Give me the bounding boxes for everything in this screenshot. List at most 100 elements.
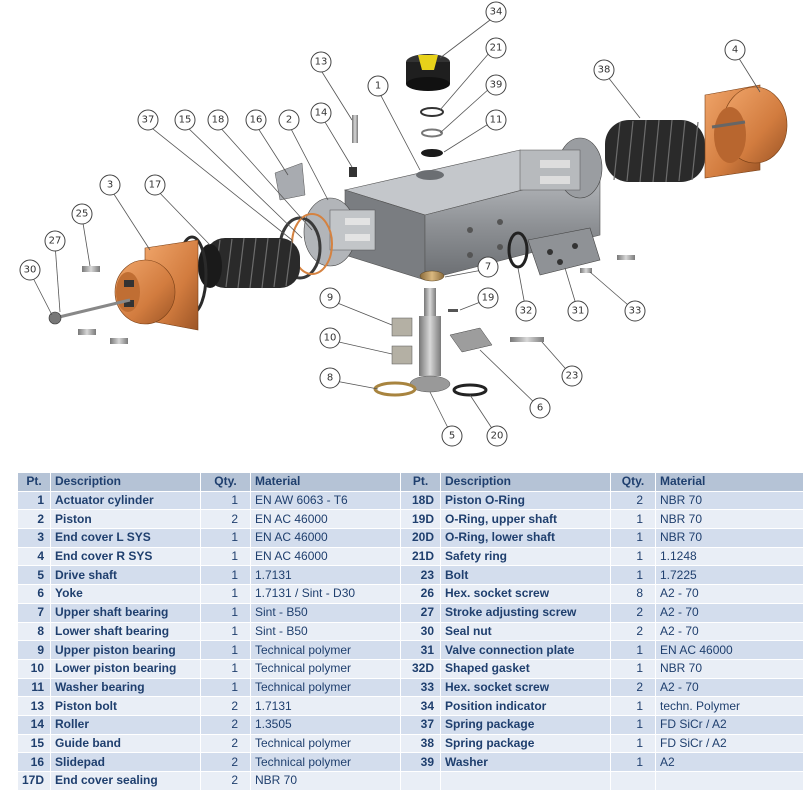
- cell-mat: 1.7131: [250, 696, 401, 716]
- callout-16: 16: [245, 109, 267, 131]
- cell-desc: Seal nut: [440, 621, 611, 642]
- cell-pt: 6: [17, 584, 51, 604]
- cell-desc: Hex. socket screw: [440, 677, 611, 698]
- cell-pt: 1: [17, 490, 51, 511]
- callout-number: 31: [572, 306, 585, 317]
- cell-qty: 1: [200, 602, 251, 623]
- cell-pt: 20D: [400, 528, 441, 548]
- cell-pt: 23: [400, 565, 441, 586]
- callout-number: 32: [520, 306, 533, 317]
- cell-desc: Bolt: [440, 565, 611, 586]
- cell-pt: 18D: [400, 490, 441, 511]
- cell-pt: 5: [17, 565, 51, 586]
- callout-19: 19: [477, 287, 499, 309]
- cell-desc: [440, 771, 611, 791]
- callout-17: 17: [144, 174, 166, 196]
- cell-pt: 31: [400, 640, 441, 660]
- cell-qty: 1: [200, 490, 251, 511]
- callout-number: 30: [24, 265, 37, 276]
- cell-mat: EN AC 46000: [250, 509, 401, 530]
- header-pt: Pt.: [17, 472, 51, 492]
- header-description: Description: [50, 472, 201, 492]
- cell-desc: Slidepad: [50, 752, 201, 772]
- cell-qty: 2: [200, 714, 251, 735]
- cell-desc: Hex. socket screw: [440, 584, 611, 604]
- cell-mat: EN AC 46000: [655, 640, 804, 660]
- callout-number: 20: [491, 431, 504, 442]
- cell-desc: O-Ring, lower shaft: [440, 528, 611, 548]
- cell-pt: 17D: [17, 771, 51, 791]
- callout-1: 1: [367, 75, 389, 97]
- cell-mat: EN AC 46000: [250, 546, 401, 567]
- cell-pt: 32D: [400, 658, 441, 679]
- end-cover-right-part: [704, 84, 788, 179]
- cell-pt: 30: [400, 621, 441, 642]
- callout-39: 39: [485, 74, 507, 96]
- callout-number: 14: [315, 108, 328, 119]
- spring-package-left-part: [198, 237, 300, 289]
- cell-pt: 27: [400, 602, 441, 623]
- cell-qty: 1: [610, 546, 656, 567]
- cell-mat: NBR 70: [655, 509, 804, 530]
- valve-connection-plate-part: [507, 227, 635, 276]
- header-description-2: Description: [440, 472, 611, 492]
- cell-mat: NBR 70: [250, 771, 401, 791]
- cell-pt: 26: [400, 584, 441, 604]
- cell-qty: 1: [610, 696, 656, 716]
- callout-number: 25: [76, 209, 89, 220]
- cell-qty: 2: [200, 752, 251, 772]
- callout-34: 34: [485, 1, 507, 23]
- header-material-2: Material: [655, 472, 804, 492]
- callout-25: 25: [71, 203, 93, 225]
- callout-21: 21: [485, 37, 507, 59]
- cell-desc: Spring package: [440, 714, 611, 735]
- cell-pt: 11: [17, 677, 51, 698]
- cell-mat: Technical polymer: [250, 640, 401, 660]
- cell-desc: End cover L SYS: [50, 528, 201, 548]
- cell-mat: EN AC 46000: [250, 528, 401, 548]
- cell-mat: 1.7225: [655, 565, 804, 586]
- callout-5: 5: [441, 425, 463, 447]
- callout-30: 30: [19, 259, 41, 281]
- cell-pt: 39: [400, 752, 441, 772]
- cell-desc: Upper piston bearing: [50, 640, 201, 660]
- cell-desc: Spring package: [440, 733, 611, 754]
- callout-number: 21: [490, 43, 503, 54]
- cell-pt: 3: [17, 528, 51, 548]
- cell-qty: 2: [200, 771, 251, 791]
- cell-desc: Roller: [50, 714, 201, 735]
- cell-desc: Piston: [50, 509, 201, 530]
- cell-mat: A2 - 70: [655, 584, 804, 604]
- callout-18: 18: [207, 109, 229, 131]
- piston-right-part: [519, 137, 603, 199]
- callout-number: 6: [537, 403, 543, 414]
- table-header-row: Pt. Description Qty. Material Pt. Descri…: [17, 472, 804, 492]
- callout-number: 3: [107, 180, 113, 191]
- callout-7: 7: [477, 256, 499, 278]
- callout-number: 2: [286, 115, 292, 126]
- callout-number: 33: [629, 306, 642, 317]
- cell-qty: 1: [200, 565, 251, 586]
- cell-qty: 1: [200, 546, 251, 567]
- cell-qty: 2: [610, 621, 656, 642]
- cell-desc: Piston O-Ring: [440, 490, 611, 511]
- callout-number: 19: [482, 293, 495, 304]
- callout-number: 7: [485, 262, 491, 273]
- cell-mat: 1.1248: [655, 546, 804, 567]
- callout-2: 2: [278, 109, 300, 131]
- cell-mat: NBR 70: [655, 658, 804, 679]
- cell-qty: 1: [200, 528, 251, 548]
- cell-mat: NBR 70: [655, 490, 804, 511]
- callout-number: 34: [490, 7, 503, 18]
- cell-qty: 1: [200, 640, 251, 660]
